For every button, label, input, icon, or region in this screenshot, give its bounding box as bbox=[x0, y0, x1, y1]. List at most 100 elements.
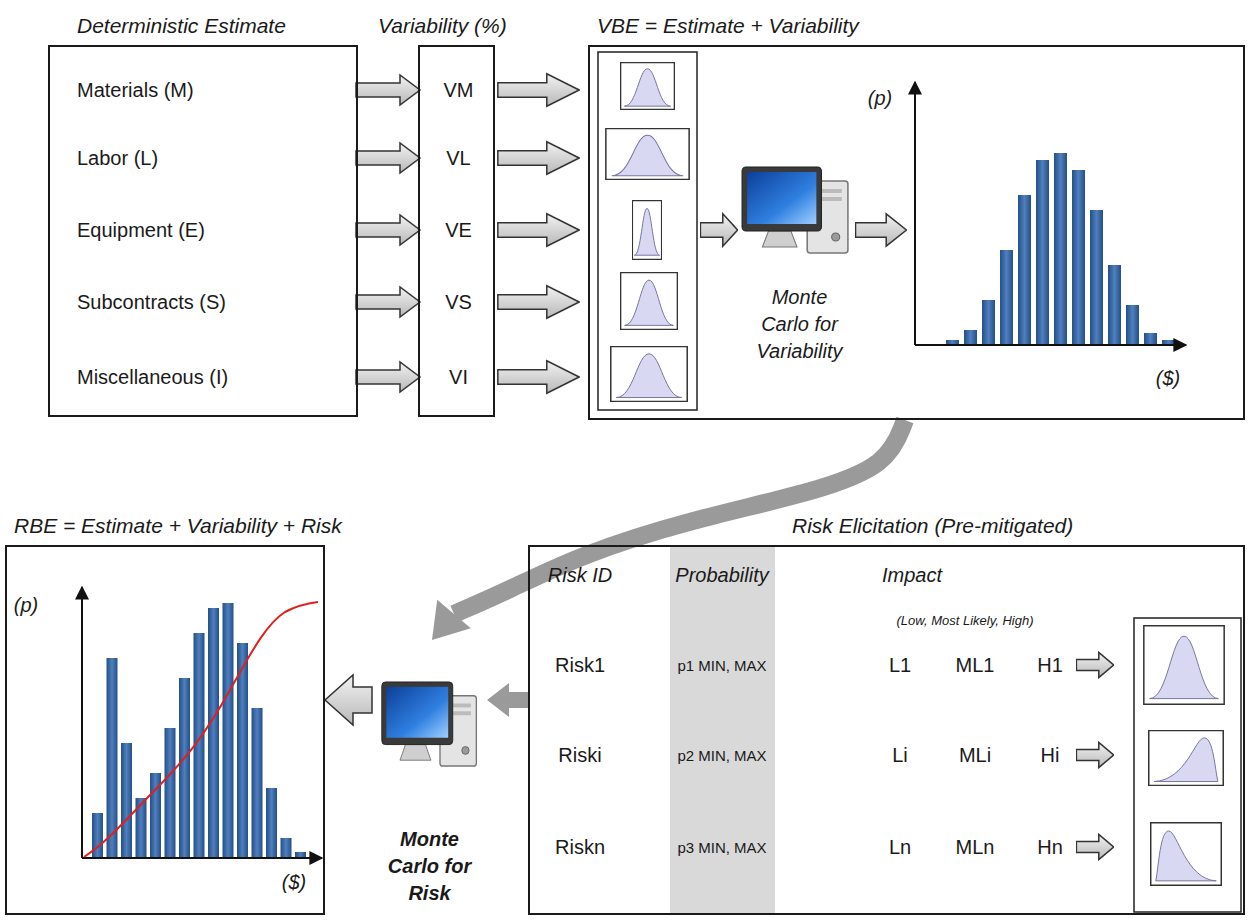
block-arrow bbox=[1076, 834, 1113, 859]
arrow-shape bbox=[356, 287, 420, 317]
monte-carlo-node: Monte Carlo for Risk bbox=[372, 640, 487, 907]
distribution-icon bbox=[606, 129, 689, 180]
label-slot: L1 bbox=[889, 654, 911, 677]
cost-item-text: Materials (M) bbox=[50, 70, 202, 110]
histogram-bar bbox=[121, 743, 132, 858]
block-arrow bbox=[498, 74, 579, 106]
variability-text: VM bbox=[420, 70, 497, 110]
label-slot: MLn bbox=[956, 836, 995, 859]
table-cell: Hi bbox=[1041, 744, 1060, 767]
table-cell: Impact bbox=[882, 564, 942, 587]
histogram-bar bbox=[252, 708, 263, 858]
label-slot: Impact bbox=[882, 564, 942, 587]
label-slot: Riskn bbox=[555, 836, 605, 859]
cost-item-text: Miscellaneous (I) bbox=[50, 357, 236, 397]
block-arrow bbox=[325, 675, 372, 725]
label-slot: (p) bbox=[14, 594, 38, 617]
monte-carlo-node: Monte Carlo for Variability bbox=[737, 160, 862, 365]
distribution-icon bbox=[621, 273, 678, 330]
table-cell: (Low, Most Likely, High) bbox=[896, 613, 1033, 628]
histogram-bar bbox=[107, 658, 118, 858]
table-cell: Hn bbox=[1037, 836, 1063, 859]
axis-label: ($) bbox=[1156, 367, 1180, 390]
block-arrow bbox=[1076, 742, 1113, 767]
vbe-box: Monte Carlo for VariabilityVBE = Estimat… bbox=[588, 45, 1245, 420]
histogram-bar bbox=[1126, 305, 1139, 345]
histogram-bar bbox=[165, 728, 176, 858]
block-arrow bbox=[356, 287, 420, 317]
distribution-icon bbox=[1149, 731, 1223, 786]
variability-text: VE bbox=[420, 210, 497, 250]
label-slot: H1 bbox=[1037, 654, 1063, 677]
distribution-column bbox=[1134, 618, 1241, 912]
arrow-head bbox=[432, 600, 471, 640]
histogram-bar bbox=[982, 300, 995, 345]
table-cell: p2 MIN, MAX bbox=[677, 747, 766, 764]
label-slot: Riski bbox=[558, 744, 601, 767]
histogram-bar bbox=[1072, 170, 1085, 345]
table-cell: MLn bbox=[956, 836, 995, 859]
distribution-icon bbox=[1151, 823, 1222, 886]
table-cell: Risk ID bbox=[548, 564, 612, 587]
histogram-bar bbox=[964, 330, 977, 345]
label-slot: p1 MIN, MAX bbox=[677, 657, 766, 674]
variability-text: VL bbox=[420, 138, 497, 178]
label-slot: (Low, Most Likely, High) bbox=[896, 613, 1033, 628]
box-heading: RBE = Estimate + Variability + Risk bbox=[14, 514, 342, 538]
computer-icon bbox=[382, 682, 477, 766]
axis bbox=[81, 587, 83, 858]
variability-factor: VE bbox=[420, 210, 497, 250]
table-cell: Li bbox=[892, 744, 908, 767]
label-slot: Risk1 bbox=[555, 654, 605, 677]
monte-carlo-label: Monte Carlo for Variability bbox=[750, 284, 850, 365]
variability-factor: VM bbox=[420, 70, 497, 110]
histogram-bar bbox=[1144, 333, 1157, 345]
box-heading: Variability (%) bbox=[378, 14, 507, 38]
table-cell: Risk1 bbox=[555, 654, 605, 677]
arrow-shape bbox=[356, 215, 420, 245]
variability-box: VMVLVEVSVIVariability (%) bbox=[418, 45, 495, 417]
distribution-icon bbox=[611, 347, 687, 402]
table-cell: Ln bbox=[889, 836, 911, 859]
variability-text: VS bbox=[420, 282, 497, 322]
histogram-bar bbox=[1054, 153, 1067, 345]
histogram-bar bbox=[281, 838, 292, 858]
table-cell: Probability bbox=[675, 564, 768, 587]
cost-item: Labor (L) bbox=[50, 138, 356, 178]
label-slot: (p) bbox=[868, 87, 892, 110]
histogram bbox=[92, 603, 306, 858]
box-heading: VBE = Estimate + Variability bbox=[597, 14, 859, 38]
distribution-column bbox=[598, 52, 697, 410]
computer-icon bbox=[742, 167, 848, 253]
label-slot: ($) bbox=[1156, 367, 1180, 390]
axis-label: (p) bbox=[868, 87, 892, 110]
label-slot: Li bbox=[892, 744, 908, 767]
axis-label: ($) bbox=[282, 871, 306, 894]
probability-column bbox=[670, 547, 775, 913]
estimate-box: Materials (M)Labor (L)Equipment (E)Subco… bbox=[48, 45, 358, 417]
histogram-bar bbox=[1018, 195, 1031, 345]
cost-item-text: Equipment (E) bbox=[50, 210, 213, 250]
label-slot: ML1 bbox=[956, 654, 995, 677]
distribution-icon bbox=[632, 201, 661, 260]
block-arrow bbox=[700, 214, 737, 246]
label-slot: ($) bbox=[282, 871, 306, 894]
histogram-bar bbox=[266, 788, 277, 858]
histogram-bar bbox=[179, 678, 190, 858]
axis bbox=[915, 344, 1186, 346]
distribution-icon bbox=[621, 62, 675, 109]
histogram bbox=[946, 153, 1175, 345]
arrow-shape bbox=[356, 143, 420, 173]
axis bbox=[82, 857, 322, 859]
block-arrow bbox=[356, 75, 420, 105]
label-slot: Ln bbox=[889, 836, 911, 859]
table-cell: MLi bbox=[959, 744, 991, 767]
box-heading: Risk Elicitation (Pre-mitigated) bbox=[792, 514, 1073, 538]
table-cell: p1 MIN, MAX bbox=[677, 657, 766, 674]
monte-carlo-label: Monte Carlo for Risk bbox=[380, 826, 480, 907]
variability-text: VI bbox=[420, 357, 497, 397]
block-arrow bbox=[1076, 652, 1113, 677]
label-slot: Risk ID bbox=[548, 564, 612, 587]
